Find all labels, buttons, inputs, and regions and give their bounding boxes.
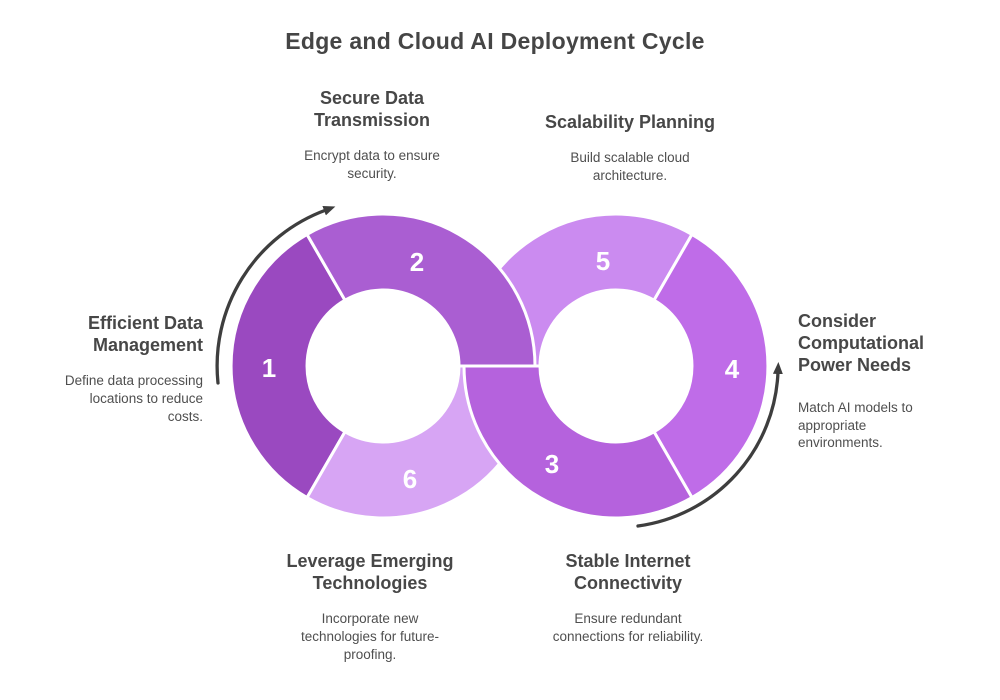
segment-number-5: 5 bbox=[596, 246, 610, 276]
segment-number-2: 2 bbox=[410, 247, 424, 277]
segment-number-6: 6 bbox=[403, 464, 417, 494]
segment-number-4: 4 bbox=[725, 354, 740, 384]
label-heading: Stable Internet Connectivity bbox=[565, 551, 691, 593]
label-secure-data-transmission: Secure Data Transmission Encrypt data to… bbox=[252, 88, 492, 183]
segment-3 bbox=[462, 364, 694, 520]
label-body: Encrypt data to ensure security. bbox=[304, 147, 440, 181]
segment-numbers: 1 2 3 4 5 6 bbox=[262, 246, 740, 494]
label-efficient-data-management: Efficient Data Management Define data pr… bbox=[28, 313, 203, 425]
label-consider-computational-power-needs: Consider Computational Power Needs Match… bbox=[798, 311, 963, 452]
label-body: Ensure redundant connections for reliabi… bbox=[552, 610, 704, 644]
label-heading: Scalability Planning bbox=[544, 112, 716, 132]
segment-1 bbox=[229, 232, 347, 500]
clockwise-arrow-icon bbox=[215, 205, 336, 385]
label-body: Match AI models to appropriate environme… bbox=[798, 399, 913, 451]
label-heading: Leverage Emerging Technologies bbox=[286, 551, 454, 593]
label-heading: Secure Data Transmission bbox=[313, 88, 431, 130]
segment-number-1: 1 bbox=[262, 353, 276, 383]
segment-number-3: 3 bbox=[545, 449, 559, 479]
label-body: Incorporate new technologies for future-… bbox=[300, 610, 440, 662]
flow-arrows bbox=[215, 205, 783, 528]
segment-4 bbox=[652, 232, 770, 500]
counterclockwise-arrow-icon bbox=[636, 362, 783, 528]
label-body: Define data processing locations to redu… bbox=[64, 372, 203, 424]
label-leverage-emerging-technologies: Leverage Emerging Technologies Incorpora… bbox=[240, 551, 500, 663]
label-body: Build scalable cloud architecture. bbox=[570, 149, 690, 183]
label-scalability-planning: Scalability Planning Build scalable clou… bbox=[510, 112, 750, 185]
label-stable-internet-connectivity: Stable Internet Connectivity Ensure redu… bbox=[508, 551, 748, 646]
label-heading: Efficient Data Management bbox=[87, 313, 203, 355]
ring-segments bbox=[229, 212, 770, 520]
page-title: Edge and Cloud AI Deployment Cycle bbox=[285, 28, 705, 54]
segment-2 bbox=[305, 212, 537, 368]
label-heading: Consider Computational Power Needs bbox=[798, 311, 924, 375]
